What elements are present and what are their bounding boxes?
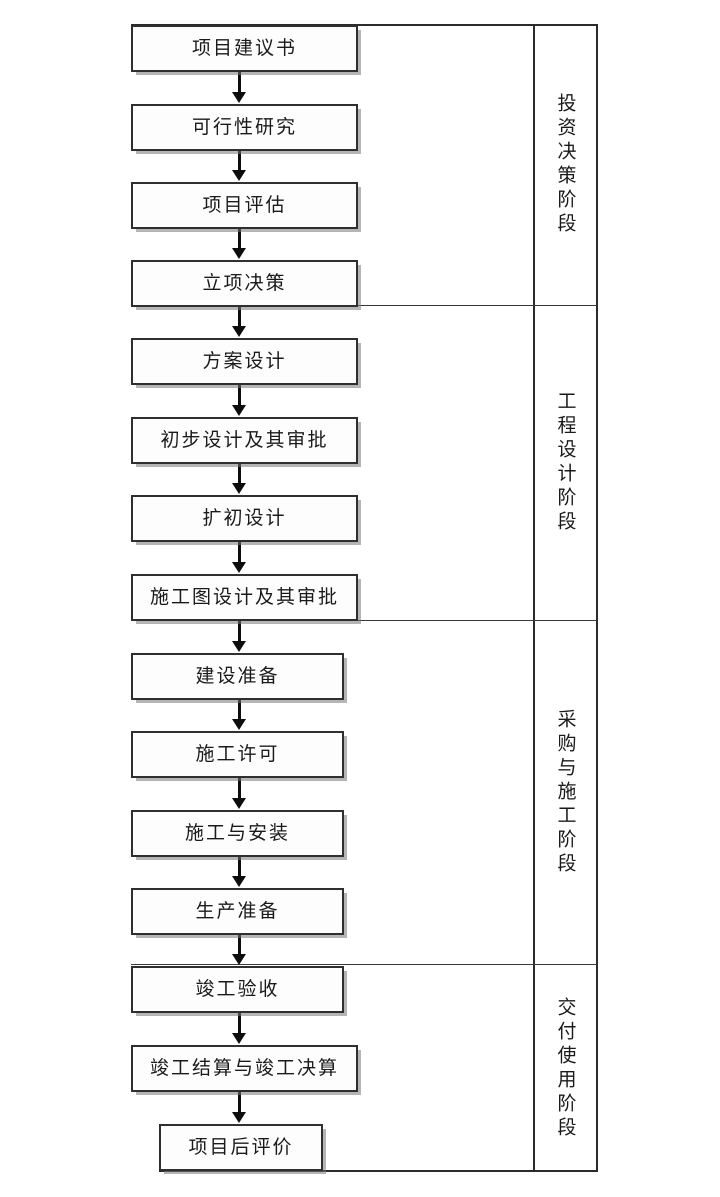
node-post-project-evaluation[interactable]: 项目后评价 [159,1124,323,1171]
arrow-head-1 [232,92,246,103]
node-completion-acceptance[interactable]: 竣工验收 [131,966,344,1013]
arrow-head-14 [232,1112,246,1123]
node-feasibility-study[interactable]: 可行性研究 [131,104,358,151]
phase-label-procurement-and-construction: 采购与施工阶段 [554,709,576,877]
node-label: 初步设计及其审批 [160,430,329,451]
node-project-proposal[interactable]: 项目建议书 [131,25,358,72]
arrow-head-11 [232,876,246,887]
node-label: 项目建议书 [191,38,297,59]
connector-9 [238,700,241,721]
node-extended-preliminary-design[interactable]: 扩初设计 [131,495,358,542]
connector-4 [238,307,241,328]
node-label: 项目评估 [202,195,287,216]
phase-label-investment-decision: 投资决策阶段 [554,92,576,237]
node-project-approval-decision[interactable]: 立项决策 [131,260,358,307]
arrow-head-8 [232,641,246,652]
node-label: 施工图设计及其审批 [149,587,339,608]
connector-13 [238,1013,241,1035]
arrow-head-6 [232,483,246,494]
node-label: 竣工结算与竣工决算 [149,1058,339,1079]
connector-1 [238,72,241,94]
node-label: 可行性研究 [191,117,297,138]
frame-right-line [596,24,598,1172]
arrow-head-2 [232,170,246,181]
connector-6 [238,464,241,485]
node-label: 立项决策 [202,273,287,294]
node-scheme-design[interactable]: 方案设计 [131,338,358,385]
node-label: 竣工验收 [195,979,280,1000]
connector-10 [238,778,241,800]
connector-12 [238,935,241,956]
node-label: 扩初设计 [202,508,287,529]
frame-bottom-line [159,1170,598,1172]
node-construction-preparation[interactable]: 建设准备 [131,653,344,700]
node-project-appraisal[interactable]: 项目评估 [131,182,358,229]
node-construction-and-installation[interactable]: 施工与安装 [131,810,344,857]
phase-label-handover-and-use: 交付使用阶段 [554,996,576,1141]
node-production-preparation[interactable]: 生产准备 [131,888,344,935]
connector-7 [238,542,241,564]
phase-column-divider [533,24,535,1172]
node-completion-settlement-and-final-account[interactable]: 竣工结算与竣工决算 [131,1045,358,1092]
arrow-head-9 [232,719,246,730]
connector-11 [238,857,241,878]
node-label: 施工与安装 [184,823,290,844]
arrow-head-5 [232,405,246,416]
arrow-head-4 [232,326,246,337]
connector-2 [238,151,241,172]
arrow-head-7 [232,562,246,573]
node-label: 生产准备 [195,901,280,922]
node-label: 项目后评价 [188,1137,294,1158]
arrow-head-12 [232,954,246,965]
node-preliminary-design-and-approval[interactable]: 初步设计及其审批 [131,417,358,464]
arrow-head-13 [232,1033,246,1044]
connector-14 [238,1092,241,1114]
node-label: 建设准备 [195,666,280,687]
node-construction-drawing-design-and-approval[interactable]: 施工图设计及其审批 [131,574,358,621]
connector-8 [238,621,241,643]
connector-5 [238,385,241,407]
section-divider-1 [131,305,598,306]
node-label: 方案设计 [202,351,287,372]
arrow-head-10 [232,798,246,809]
section-divider-3 [131,964,598,965]
node-label: 施工许可 [195,744,280,765]
connector-3 [238,229,241,250]
section-divider-2 [131,620,598,621]
arrow-head-3 [232,248,246,259]
phase-label-engineering-design: 工程设计阶段 [554,391,576,535]
frame-top-line [131,24,598,26]
node-construction-permit[interactable]: 施工许可 [131,731,344,778]
